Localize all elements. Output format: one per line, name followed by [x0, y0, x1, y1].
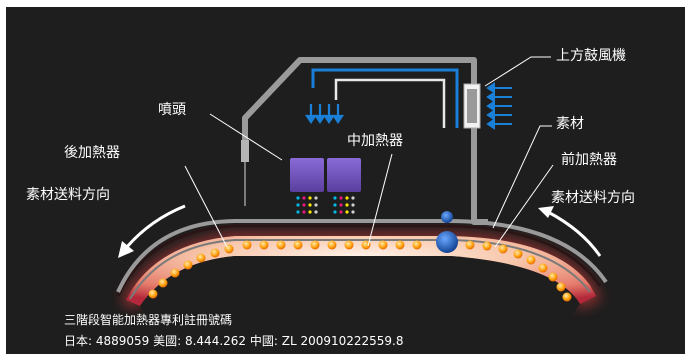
patent-numbers: 日本: 4889059 美國: 8.444.262 中國: ZL 2009102… — [64, 334, 404, 348]
mid-heater-label: 中加熱器 — [347, 133, 403, 149]
feed-direction-right-label: 素材送料方向 — [551, 190, 635, 206]
feed-direction-arrows — [118, 204, 602, 258]
heater-dots — [148, 240, 572, 302]
patent-title: 三階段智能加熱器專利註冊號碼 — [64, 313, 233, 327]
nozzle-body — [241, 140, 249, 162]
feed-direction-left-label: 素材送料方向 — [26, 187, 110, 203]
blower-intake-arrows — [486, 82, 512, 130]
pre-heater-label: 前加熱器 — [561, 152, 617, 168]
blower-grille — [467, 89, 477, 123]
pinch-roller — [436, 211, 458, 253]
ink-droplets — [296, 196, 355, 214]
print-heads — [290, 158, 361, 192]
post-heater-label: 後加熱器 — [64, 145, 120, 161]
heater-glow — [120, 232, 602, 330]
media-label: 素材 — [556, 116, 584, 132]
media-sheet — [116, 224, 602, 297]
nozzle-label: 噴頭 — [158, 102, 186, 118]
carriage-frame — [242, 57, 488, 225]
airflow-duct — [311, 68, 459, 128]
callout-lines — [184, 56, 554, 248]
airflow-down-arrows — [304, 104, 345, 124]
blower-label: 上方鼓風機 — [556, 48, 626, 64]
